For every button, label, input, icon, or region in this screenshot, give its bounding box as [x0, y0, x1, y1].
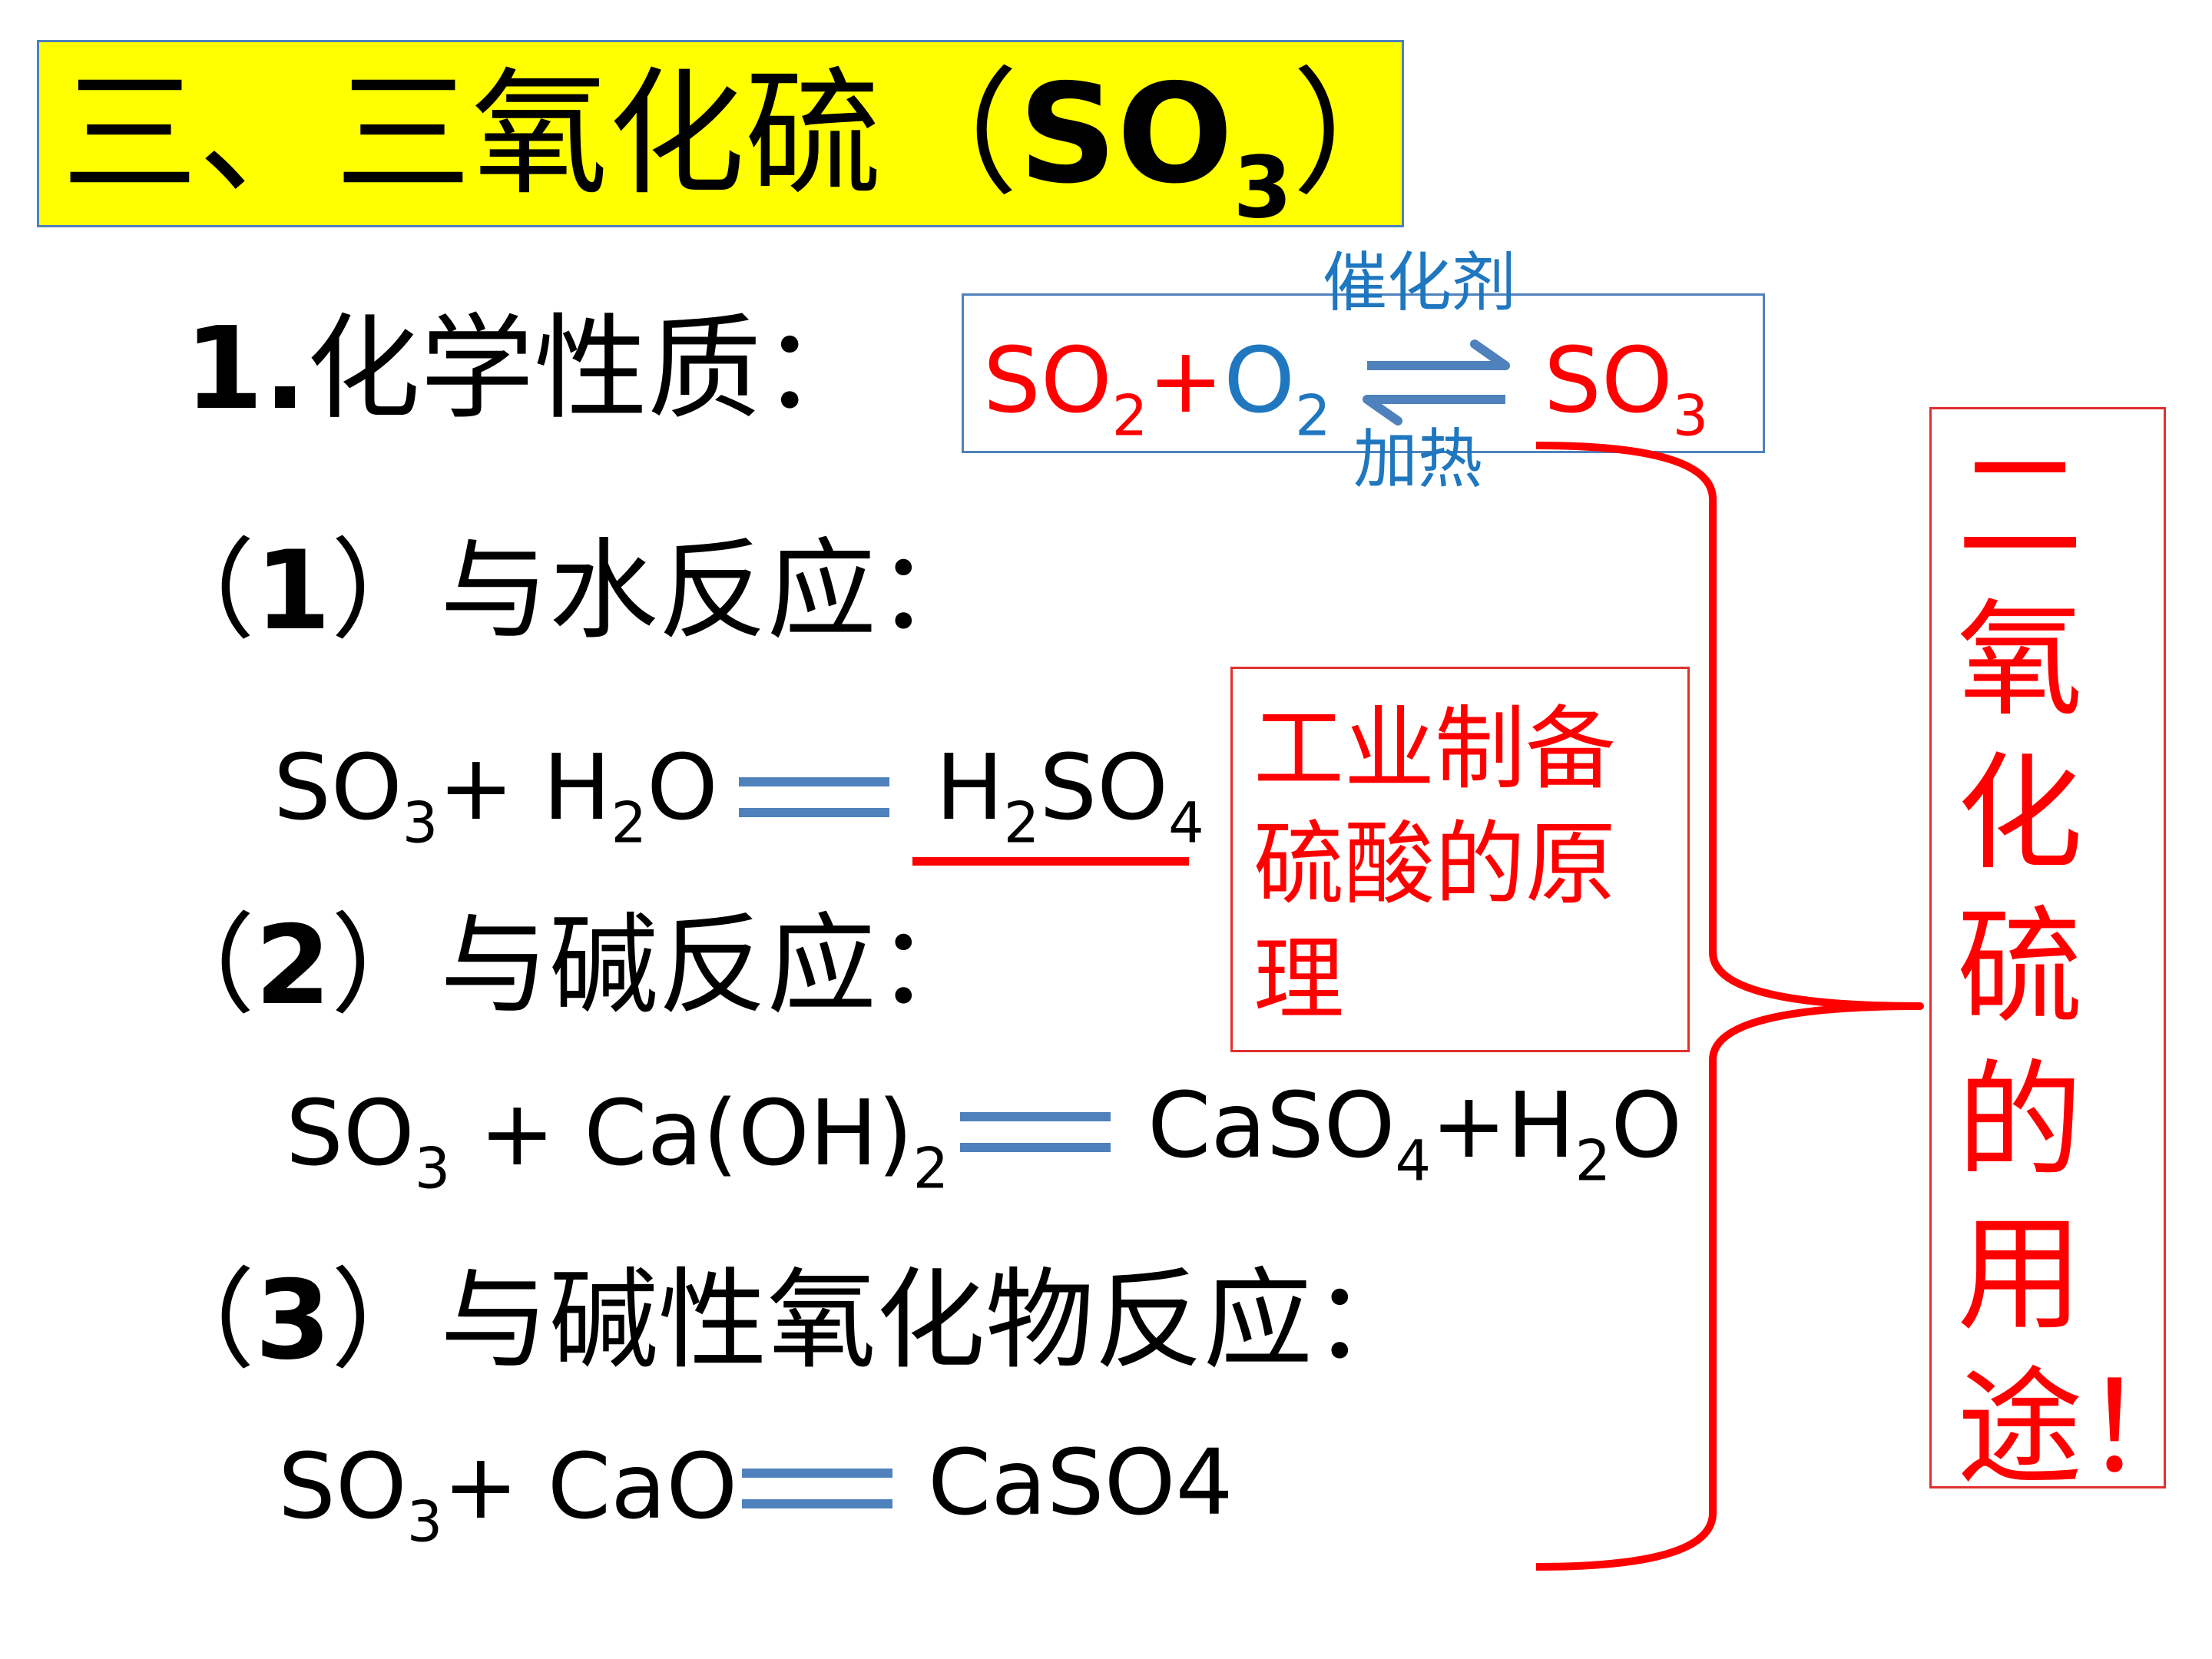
equals-sign-icon [739, 777, 889, 817]
w-r1: H [935, 734, 1004, 840]
equals-sign-icon [960, 1112, 1111, 1152]
sub1-number: 1 [255, 528, 331, 654]
heading-chemical-properties: 1.化学性质： [184, 292, 875, 445]
usage-label: 二氧化硫的用途！ [1957, 433, 2210, 1502]
equilibrium-reactants: SO2+O2 [983, 323, 1331, 445]
usage-box [1929, 407, 2166, 1488]
o-l2: + CaO [442, 1433, 738, 1539]
reactant-so: SO [983, 327, 1112, 433]
o-s1: 3 [406, 1489, 443, 1555]
w-r2: SO [1039, 734, 1169, 840]
subheading-base-reaction: （2）与碱反应： [146, 897, 985, 1035]
curly-brace-icon [1535, 442, 1924, 1571]
slide-title: 三、三氧化硫（SO3） [61, 54, 1429, 231]
b-rs2: 2 [1575, 1128, 1611, 1194]
b-rs1: 4 [1395, 1128, 1432, 1194]
b-s2: 2 [912, 1136, 949, 1202]
subheading-oxide-reaction: （3）与碱性氧化物反应： [146, 1252, 1422, 1390]
reactant-o: O [1224, 327, 1296, 433]
reactant-o-subscript: 2 [1295, 383, 1331, 449]
water-product: H2SO4 [935, 730, 1204, 852]
base-reactants: SO3 + Ca(OH)2 [286, 1075, 949, 1197]
product-so-subscript: 3 [1672, 383, 1709, 449]
title-banner [37, 40, 1404, 227]
sub1-close: ） [330, 528, 440, 654]
w-l2: + H [438, 734, 611, 840]
title-formula-subscript: 3 [1233, 139, 1293, 238]
equals-sign-icon [742, 1469, 892, 1508]
w-rs1: 2 [1003, 790, 1040, 856]
equilibrium-box [962, 293, 1765, 453]
w-s1: 3 [402, 790, 439, 856]
reactant-plus: + [1147, 327, 1224, 433]
subheading-water-reaction: （1）与水反应： [146, 522, 985, 661]
sub2-text: 与碱反应： [439, 902, 985, 1029]
sub2-open: （ [146, 902, 255, 1029]
sub1-text: 与水反应： [439, 528, 985, 654]
water-reactants: SO3+ H2O [273, 730, 718, 852]
h2so4-underline [912, 857, 1189, 866]
equilibrium-product: SO3 [1544, 323, 1708, 445]
catalyst-label: 催化剂 [1323, 245, 1517, 320]
sub2-number: 2 [255, 902, 331, 1029]
sub3-text: 与碱性氧化物反应： [439, 1257, 1422, 1384]
heading-number: 1. [184, 303, 307, 435]
industrial-note-box [1230, 667, 1690, 1052]
w-s2: 2 [611, 790, 647, 856]
w-l1: SO [273, 734, 402, 840]
b-r3: O [1611, 1072, 1683, 1178]
product-so: SO [1544, 327, 1673, 433]
sub1-open: （ [146, 528, 255, 654]
title-close-paren: ） [1292, 55, 1429, 214]
w-rs2: 4 [1168, 790, 1204, 856]
sub3-close: ） [330, 1257, 440, 1384]
b-l2: + Ca(OH) [450, 1080, 913, 1186]
base-products: CaSO4+H2O [1147, 1068, 1683, 1190]
reversible-arrow-icon [1363, 339, 1510, 426]
reactant-so-subscript: 2 [1111, 383, 1148, 449]
title-formula-main: SO [1018, 55, 1233, 214]
b-s1: 3 [414, 1136, 451, 1202]
title-open-paren: （ [882, 55, 1018, 214]
heading-text: 化学性质： [306, 303, 876, 435]
sub3-open: （ [146, 1257, 255, 1384]
title-formula: SO3 [1018, 55, 1292, 231]
b-r2: +H [1431, 1072, 1575, 1178]
title-chinese: 三、三氧化硫 [61, 55, 882, 214]
oxide-product: CaSO4 [928, 1429, 1233, 1535]
sub3-number: 3 [255, 1257, 331, 1384]
w-l3: O [647, 734, 718, 840]
b-r1: CaSO [1147, 1072, 1396, 1178]
heat-label: 加热 [1353, 422, 1483, 497]
oxide-reactants: SO3+ CaO [278, 1429, 738, 1551]
b-l1: SO [286, 1080, 415, 1186]
industrial-note: 工业制备硫酸的原理 [1253, 696, 1617, 1032]
o-l1: SO [278, 1433, 407, 1539]
sub2-close: ） [330, 902, 440, 1029]
